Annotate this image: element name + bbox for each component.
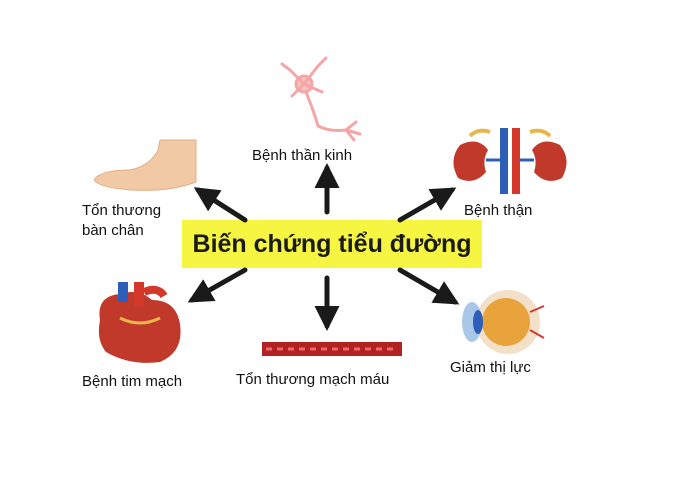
kidney-icon (453, 128, 567, 194)
arrow-kidney (397, 187, 457, 223)
label-foot-line2: bàn chân (82, 222, 144, 239)
center-title: Biến chứng tiểu đường (192, 229, 472, 258)
arrow-eye (397, 267, 460, 305)
heart-icon (98, 282, 181, 363)
foot-icon (93, 139, 197, 191)
label-foot-line1: Tổn thương (82, 202, 162, 219)
label-heart: Bệnh tim mạch (82, 373, 183, 390)
nerve-cell-icon (280, 56, 362, 142)
arrow-heart (187, 267, 248, 303)
blood-vessel-icon (262, 342, 402, 356)
label-eye: Giảm thị lực (450, 359, 531, 376)
arrow-foot (193, 187, 248, 223)
center-highlight (182, 220, 482, 268)
label-nerve: Bệnh thần kinh (252, 147, 353, 164)
label-vessel: Tổn thương mạch máu (236, 371, 390, 388)
arrows (187, 163, 460, 331)
label-kidney: Bệnh thận (464, 202, 533, 219)
eye-icon (462, 290, 545, 354)
